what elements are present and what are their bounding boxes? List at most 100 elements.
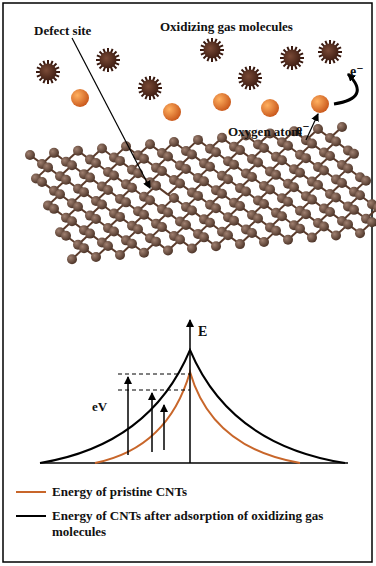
carbon-atom: [217, 189, 227, 199]
carbon-atom: [181, 164, 191, 174]
carbon-atom: [307, 139, 317, 149]
oxygen-atom: [71, 89, 89, 107]
carbon-atom: [211, 147, 221, 157]
carbon-atom: [337, 122, 347, 132]
axis-label: E: [198, 324, 207, 340]
oxygen-atom: [311, 95, 329, 113]
carbon-atom: [355, 190, 365, 200]
baseline: [40, 462, 348, 464]
legend-sample: [16, 491, 46, 493]
carbon-atom: [103, 185, 113, 195]
level-dash: [118, 374, 190, 375]
carbon-atom: [103, 241, 113, 251]
carbon-atom: [229, 160, 239, 170]
carbon-atom: [283, 141, 293, 151]
carbon-atom: [313, 180, 323, 190]
carbon-atom: [331, 192, 341, 202]
carbon-atom: [115, 212, 125, 222]
carbon-atom: [355, 228, 365, 238]
carbon-atom: [61, 231, 71, 241]
carbon-atom: [265, 184, 275, 194]
gas-label: Oxidizing gas molecules: [160, 20, 293, 35]
carbon-atom: [157, 222, 167, 232]
carbon-atom: [193, 191, 203, 201]
carbon-atom: [223, 230, 233, 240]
carbon-atom: [49, 204, 59, 214]
carbon-atom: [151, 237, 161, 247]
carbon-atom: [109, 226, 119, 236]
carbon-atom: [187, 205, 197, 215]
carbon-atom: [109, 170, 119, 180]
carbon-atom: [163, 208, 173, 218]
carbon-atom: [277, 155, 287, 165]
carbon-atom: [121, 197, 131, 207]
carbon-atom: [163, 152, 173, 162]
excitation-arrow: [163, 405, 165, 450]
carbon-atom: [271, 226, 281, 236]
carbon-atom: [91, 214, 101, 224]
carbon-atom: [67, 216, 77, 226]
carbon-atom: [319, 166, 329, 176]
carbon-atom: [253, 157, 263, 167]
carbon-atom: [67, 254, 77, 264]
carbon-atom: [295, 168, 305, 178]
pristine-curve: [95, 372, 300, 463]
carbon-atom: [25, 150, 35, 160]
carbon-atom: [217, 133, 227, 143]
gas-molecule: [242, 70, 259, 87]
carbon-atom: [307, 233, 317, 243]
carbon-atom: [331, 230, 341, 240]
carbon-atom: [247, 172, 257, 182]
carbon-atom: [313, 124, 323, 134]
carbon-atom: [85, 229, 95, 239]
carbon-atom: [115, 156, 125, 166]
carbon-atom: [277, 211, 287, 221]
carbon-atom: [259, 143, 269, 153]
carbon-atom: [91, 158, 101, 168]
carbon-atom: [367, 217, 376, 227]
carbon-atom: [307, 195, 317, 205]
carbon-atom: [67, 160, 77, 170]
carbon-atom: [205, 162, 215, 172]
gas-molecule: [284, 50, 301, 67]
carbon-atom: [127, 183, 137, 193]
carbon-atom: [187, 149, 197, 159]
carbon-atom: [241, 187, 251, 197]
oxygen-label: Oxygen atom: [228, 125, 302, 140]
carbon-atom: [319, 222, 329, 232]
gas-molecule: [322, 44, 339, 61]
legend-text: Energy of CNTs after adsorption of oxidi…: [52, 508, 352, 539]
carbon-atom: [331, 136, 341, 146]
carbon-atom: [253, 213, 263, 223]
carbon-atom: [97, 144, 107, 154]
carbon-atom: [235, 145, 245, 155]
carbon-atom: [97, 200, 107, 210]
carbon-atom: [295, 224, 305, 234]
electron-label: e⁻: [296, 122, 310, 138]
carbon-atom: [235, 201, 245, 211]
carbon-atom: [145, 195, 155, 205]
defect-label: Defect site: [34, 24, 91, 39]
carbon-atom: [373, 203, 376, 213]
level-dash: [118, 390, 190, 391]
carbon-atom: [187, 243, 197, 253]
carbon-atom: [37, 177, 47, 187]
carbon-atom: [361, 176, 371, 186]
gas-molecule: [40, 64, 57, 81]
carbon-atom: [289, 182, 299, 192]
carbon-atom: [283, 197, 293, 207]
carbon-atom: [325, 207, 335, 217]
carbon-atom: [169, 193, 179, 203]
carbon-atom: [229, 216, 239, 226]
carbon-atom: [271, 170, 281, 180]
carbon-atom: [157, 166, 167, 176]
carbon-atom: [247, 228, 257, 238]
carbon-atom: [175, 235, 185, 245]
carbon-atom: [283, 235, 293, 245]
carbon-atom: [115, 250, 125, 260]
carbon-atom: [73, 202, 83, 212]
carbon-atom: [85, 173, 95, 183]
carbon-atom: [175, 179, 185, 189]
carbon-atom: [79, 187, 89, 197]
